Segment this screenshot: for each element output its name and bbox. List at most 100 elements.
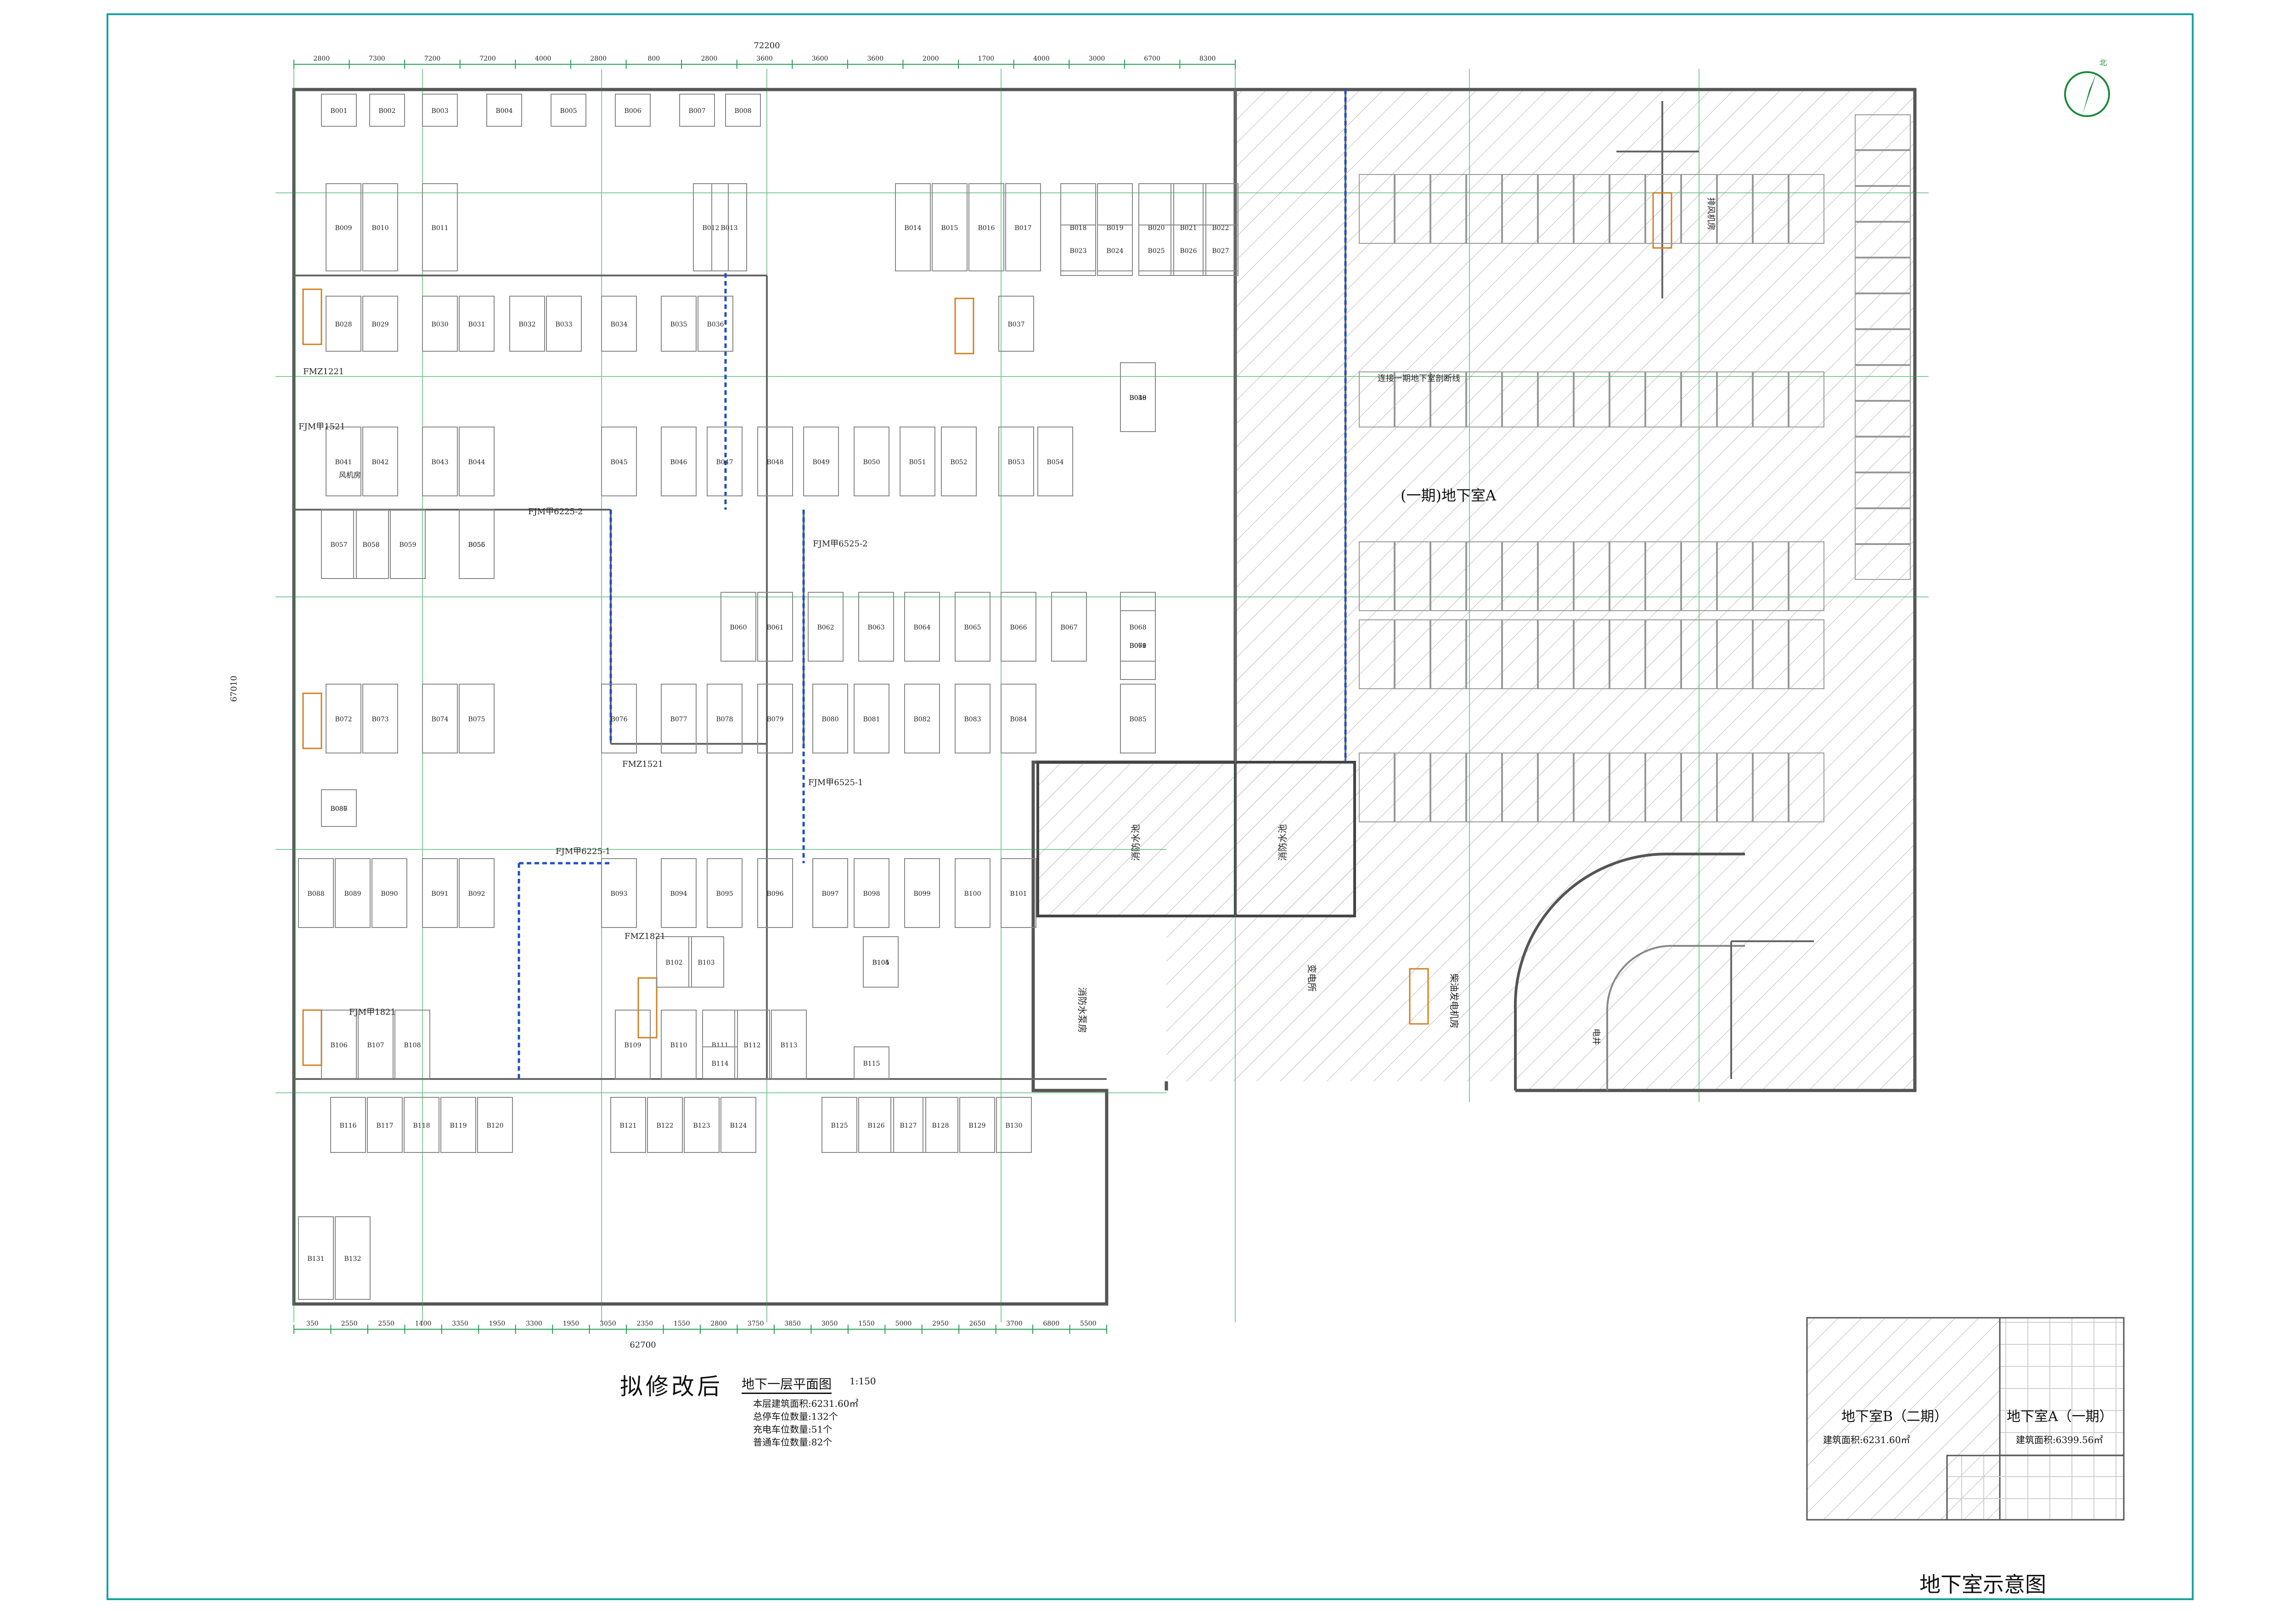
dimension-value: 2800 — [590, 55, 607, 62]
parking-space-label: B064 — [913, 624, 930, 631]
basement-a-stall — [1466, 174, 1502, 244]
parking-space: B118 — [404, 1097, 439, 1153]
parking-space: B037 — [998, 296, 1034, 352]
parking-space-label: B055 — [468, 541, 485, 549]
parking-space-label: B033 — [555, 321, 572, 328]
fire-door-tag: FJM甲1521 — [298, 422, 345, 432]
parking-space: B053 — [998, 427, 1034, 496]
parking-space-label: B105 — [872, 959, 889, 967]
parking-space: B023 — [1060, 225, 1096, 276]
parking-space-label: B043 — [431, 459, 448, 466]
parking-space-label: B034 — [610, 321, 627, 328]
parking-space-label: B059 — [399, 541, 416, 549]
parking-space: B130 — [996, 1097, 1032, 1153]
parking-space: B034 — [601, 296, 637, 352]
north-arrow: 北 — [2064, 58, 2110, 117]
parking-space: B121 — [610, 1097, 646, 1153]
key-b-label: 地下室B（二期） — [1841, 1409, 1948, 1425]
parking-space: B059 — [390, 509, 426, 579]
parking-space-label: B087 — [330, 805, 347, 813]
basement-a-stall — [1395, 174, 1430, 244]
parking-space-label: B066 — [1010, 624, 1027, 631]
parking-space: B052 — [941, 427, 977, 496]
basement-a-stall — [1753, 541, 1789, 611]
drawing-subtitle-text: 地下一层平面图 — [742, 1377, 832, 1394]
fire-door-tag: FMZ1521 — [622, 759, 663, 769]
parking-space-label: B026 — [1180, 247, 1197, 255]
parking-space-label: B114 — [711, 1060, 728, 1068]
parking-space: B008 — [725, 94, 761, 127]
parking-space: B128 — [923, 1097, 958, 1153]
parking-space-label: B027 — [1212, 247, 1229, 255]
dimension-value: 1550 — [674, 1320, 690, 1327]
parking-space: B041 — [326, 427, 361, 496]
basement-a-stall — [1395, 371, 1430, 427]
parking-space: B078 — [707, 684, 743, 753]
basement-a-stall — [1855, 258, 1911, 293]
basement-a-stall — [1681, 174, 1717, 244]
basement-a-stall — [1574, 174, 1609, 244]
fire-door-tag: FJM甲6225-2 — [528, 507, 583, 517]
parking-space-label: B080 — [822, 716, 838, 723]
dimension-value: 2000 — [923, 55, 939, 62]
parking-space-label: B037 — [1007, 321, 1024, 328]
exhaust-room-label: 排风机房 — [1706, 197, 1716, 230]
parking-space: B099 — [904, 858, 940, 928]
basement-a-stall — [1645, 371, 1681, 427]
parking-space: B046 — [661, 427, 697, 496]
parking-space: B006 — [615, 94, 651, 127]
dimension-value: 3600 — [867, 55, 884, 62]
basement-a-stall — [1855, 114, 1911, 150]
dimension-value: 6800 — [1043, 1320, 1059, 1327]
parking-space-label: B074 — [431, 716, 448, 723]
parking-space: B089 — [335, 858, 371, 928]
parking-space-label: B060 — [730, 624, 747, 631]
dimension-value: 3300 — [526, 1320, 542, 1327]
parking-space: B108 — [394, 1010, 430, 1079]
parking-space-label: B067 — [1060, 624, 1077, 631]
parking-space-label: B022 — [1212, 225, 1229, 232]
key-a-area: 建筑面积:6399.56㎡ — [2016, 1434, 2103, 1445]
parking-space-label: B110 — [670, 1042, 687, 1049]
basement-a-stall — [1645, 174, 1681, 244]
basement-a-stall — [1855, 329, 1911, 365]
parking-space-label: B115 — [863, 1060, 880, 1068]
fire-door-tags: FJM甲6225-1FJM甲6225-2FJM甲6525-1FJM甲6525-2… — [298, 367, 867, 1017]
parking-space-label: B020 — [1148, 225, 1165, 232]
parking-space-label: B123 — [693, 1122, 710, 1129]
parking-space: B077 — [661, 684, 697, 753]
basement-a-stall — [1466, 619, 1502, 689]
parking-space-label: B009 — [335, 225, 352, 232]
parking-space: B032 — [509, 296, 545, 352]
parking-space-label: B077 — [670, 716, 687, 723]
parking-space-label: B120 — [486, 1122, 503, 1129]
parking-space-label: B044 — [468, 459, 485, 466]
parking-space: B063 — [858, 592, 894, 662]
parking-space-label: B003 — [431, 107, 448, 115]
basement-a-stall — [1538, 753, 1574, 822]
fire-pool-1 — [1036, 761, 1237, 917]
parking-space-label: B090 — [381, 890, 398, 898]
parking-space: B131 — [298, 1216, 334, 1300]
parking-space: B004 — [486, 94, 522, 127]
dimension-value: 3050 — [600, 1320, 616, 1327]
stairs — [302, 192, 1672, 1066]
sheet-frame — [107, 13, 2194, 1600]
basement-a-stall — [1502, 541, 1538, 611]
note-normal: 普通车位数量:82个 — [753, 1437, 833, 1448]
parking-space-label: B011 — [431, 225, 448, 232]
parking-space: B102 — [656, 936, 692, 988]
generator-room-label: 柴油发电机房 — [1449, 973, 1460, 1028]
parking-space-label: B078 — [716, 716, 733, 723]
basement-a-stall — [1789, 174, 1824, 244]
parking-space: B007 — [679, 94, 715, 127]
parking-space: B094 — [661, 858, 697, 928]
parking-space: B111 — [702, 1010, 738, 1079]
basement-a-stall — [1681, 619, 1717, 689]
parking-space-label: B070 — [1129, 642, 1146, 650]
parking-space: B056 — [459, 509, 495, 579]
parking-space-label: B124 — [730, 1122, 747, 1129]
dimension-value: 7200 — [479, 55, 496, 62]
basement-a-stall — [1789, 371, 1824, 427]
